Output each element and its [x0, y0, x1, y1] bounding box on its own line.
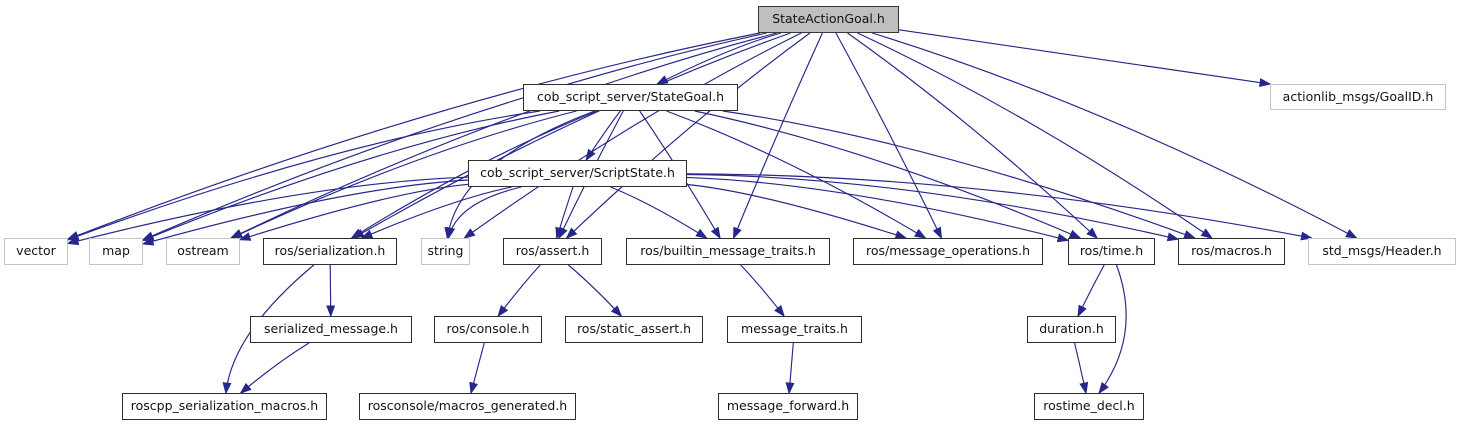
- edge-root-to-map: [141, 32, 767, 241]
- node-rosconsolemacros[interactable]: rosconsole/macros_generated.h: [359, 393, 576, 420]
- edge-stategoal-to-ostream: [230, 110, 577, 239]
- edge-builtin-to-msgtraits: [740, 264, 785, 318]
- edge-scriptstate-to-vector: [66, 176, 469, 246]
- edge-root-to-ostream: [229, 32, 777, 239]
- edge-scriptstate-to-string: [446, 186, 522, 240]
- edge-stategoal-to-time: [694, 110, 1082, 239]
- node-console[interactable]: ros/console.h: [434, 316, 542, 343]
- edge-root-to-time: [847, 32, 1099, 240]
- edge-time-to-rostimedecl: [1098, 264, 1127, 395]
- edge-duration-to-rostimedecl: [1074, 342, 1089, 395]
- node-assert[interactable]: ros/assert.h: [503, 238, 602, 265]
- edge-stategoal-to-map: [141, 110, 560, 241]
- edge-root-to-header: [872, 32, 1358, 239]
- edge-console-to-rosconsolemacros: [469, 342, 485, 395]
- edge-scriptstate-to-ostream: [238, 183, 469, 241]
- node-goalid: actionlib_msgs/GoalID.h: [1270, 84, 1446, 110]
- node-vector: vector: [4, 238, 68, 265]
- node-header: std_msgs/Header.h: [1308, 238, 1456, 265]
- node-stategoal[interactable]: cob_script_server/StateGoal.h: [523, 84, 738, 111]
- edge-scriptstate-to-msgops: [686, 183, 908, 240]
- edge-serialized-to-roscppmacros: [239, 342, 310, 394]
- edge-scriptstate-to-time: [686, 176, 1070, 243]
- node-map: map: [89, 238, 143, 265]
- node-rostimedecl[interactable]: rostime_decl.h: [1034, 393, 1144, 420]
- edge-root-to-stategoal: [655, 32, 782, 85]
- node-string: string: [421, 238, 470, 265]
- edge-serialization-to-serialized: [326, 264, 336, 318]
- edge-root-to-goalid: [898, 29, 1272, 88]
- node-ostream: ostream: [166, 238, 240, 265]
- edge-scriptstate-to-builtin: [610, 186, 708, 239]
- edge-assert-to-console: [497, 264, 541, 318]
- edge-stategoal-to-macros: [722, 110, 1197, 239]
- edge-stategoal-to-msgops: [666, 110, 927, 239]
- edge-root-to-assert: [565, 32, 811, 240]
- node-root: StateActionGoal.h: [758, 6, 899, 33]
- edge-assert-to-staticassert: [568, 264, 623, 318]
- edge-scriptstate-to-map: [141, 179, 469, 246]
- edge-scriptstate-to-header: [686, 173, 1313, 241]
- edge-stategoal-to-scriptstate: [585, 110, 621, 162]
- node-builtin[interactable]: ros/builtin_message_traits.h: [626, 238, 830, 265]
- node-msgforward[interactable]: message_forward.h: [718, 393, 858, 420]
- node-time[interactable]: ros/time.h: [1068, 238, 1155, 265]
- node-duration[interactable]: duration.h: [1027, 316, 1116, 343]
- node-msgtraits[interactable]: message_traits.h: [727, 316, 862, 343]
- node-macros[interactable]: ros/macros.h: [1178, 238, 1285, 265]
- edge-msgtraits-to-msgforward: [785, 342, 795, 395]
- edge-scriptstate-to-serialization: [360, 186, 512, 239]
- edge-stategoal-to-vector: [66, 110, 540, 241]
- node-scriptstate[interactable]: cob_script_server/ScriptState.h: [468, 160, 687, 187]
- edge-root-to-string: [463, 32, 802, 239]
- node-serialization[interactable]: ros/serialization.h: [263, 238, 397, 265]
- edge-time-to-duration: [1077, 264, 1105, 318]
- node-roscppmacros[interactable]: roscpp_serialization_macros.h: [122, 393, 327, 420]
- edge-scriptstate-to-macros: [686, 173, 1180, 242]
- edge-scriptstate-to-assert: [555, 186, 574, 240]
- edge-root-to-msgops: [835, 32, 943, 240]
- edge-root-to-vector: [66, 32, 761, 240]
- node-serialized[interactable]: serialized_message.h: [250, 316, 412, 343]
- node-msgops[interactable]: ros/message_operations.h: [853, 238, 1043, 265]
- edge-root-to-macros: [857, 32, 1214, 239]
- node-staticassert[interactable]: ros/static_assert.h: [565, 316, 703, 343]
- edge-root-to-serialization: [352, 32, 791, 239]
- edge-root-to-builtin: [733, 32, 823, 240]
